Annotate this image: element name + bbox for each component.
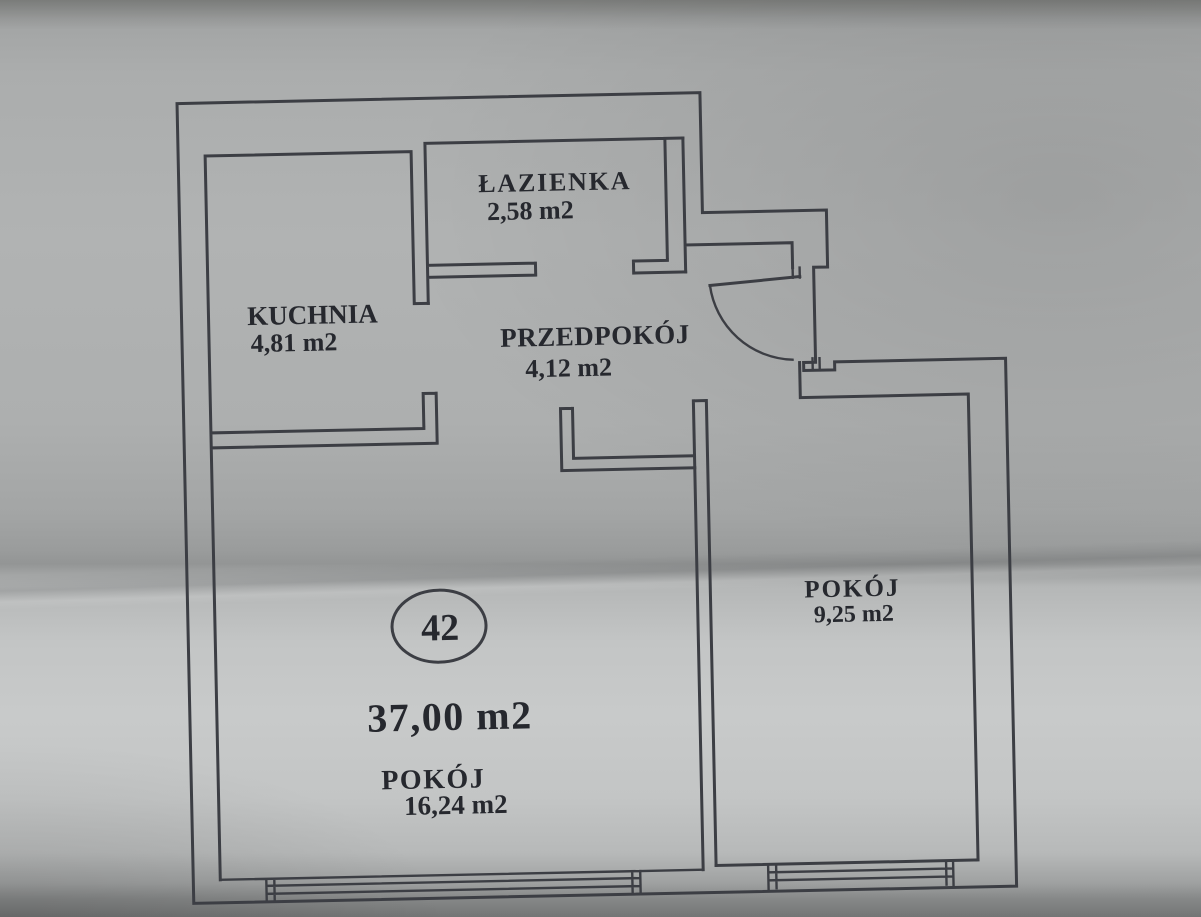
- room-area-large-room: 16,24 m2: [404, 789, 508, 821]
- apartment-number: 42: [421, 607, 460, 650]
- room-divider-wall: [691, 399, 718, 872]
- room-label-large-room: POKÓJ: [381, 763, 486, 796]
- entrance-niche-wall: [681, 136, 795, 274]
- room-label-bathroom: ŁAZIENKA: [478, 166, 632, 198]
- kitchen-walls: [203, 150, 439, 882]
- exterior-wall: [175, 91, 1019, 905]
- entrance-door-arc: [708, 284, 794, 361]
- total-area: 37,00 m2: [367, 692, 533, 740]
- apartment-number-circle: [390, 588, 488, 664]
- room-area-bathroom: 2,58 m2: [487, 195, 574, 226]
- room-area-kitchen: 4,81 m2: [250, 327, 337, 358]
- room-label-kitchen: KUCHNIA: [247, 298, 379, 331]
- large-room-window: [219, 868, 705, 903]
- hallway-walls: [558, 406, 697, 473]
- room-label-hallway: PRZEDPOKÓJ: [500, 319, 690, 353]
- bathroom-walls: [423, 136, 688, 305]
- small-room-walls: [714, 361, 980, 867]
- entrance-door-leaf: [708, 274, 802, 288]
- room-area-small-room: 9,25 m2: [814, 601, 895, 629]
- entrance-door-hinge-ticks: [791, 266, 821, 372]
- small-room-window: [766, 860, 955, 891]
- room-label-small-room: POKÓJ: [804, 574, 901, 604]
- room-area-hallway: 4,12 m2: [525, 353, 612, 384]
